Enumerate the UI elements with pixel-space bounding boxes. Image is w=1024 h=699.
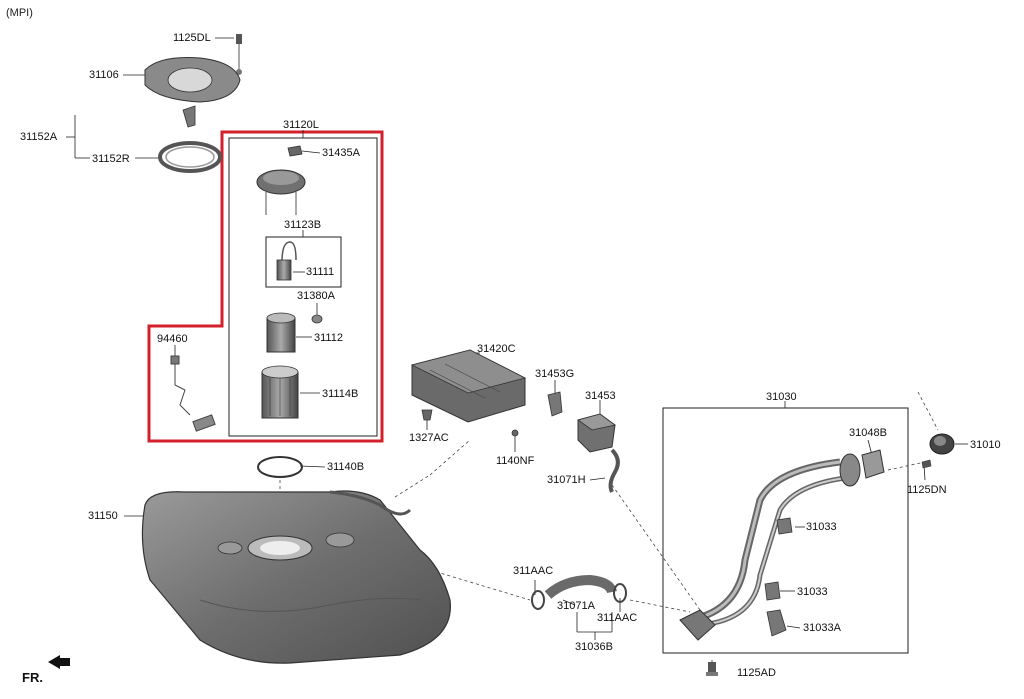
fuel-tank-31150-shape (141, 490, 451, 664)
screw-1125DN-shape (921, 459, 932, 469)
part-label-1125DN: 1125DN (907, 484, 947, 496)
part-label-31453G: 31453G (535, 368, 575, 380)
part-label-31435A: 31435A (322, 147, 360, 159)
part-label-31380A: 31380A (297, 290, 335, 302)
part-label-31071A: 31071A (557, 600, 595, 612)
part-label-31140B: 31140B (327, 461, 365, 473)
bolt-1140NF-shape (511, 429, 519, 437)
part-label-31150: 31150 (88, 510, 118, 522)
assembly-31123B-box (265, 236, 342, 288)
part-label-31112: 31112 (314, 332, 343, 344)
part-label-31114B: 31114B (322, 388, 359, 400)
clamp-311AAC-right-shape (613, 583, 627, 603)
part-label-31033-upper: 31033 (806, 521, 837, 533)
clip-1327AC-shape (421, 409, 433, 421)
hose-31071H-shape (608, 448, 620, 493)
reservoir-31114B-shape (261, 365, 299, 419)
oring-31380A-shape (311, 314, 323, 324)
part-label-1327AC: 1327AC (409, 432, 449, 444)
canister-31420C-shape (410, 349, 527, 423)
clip-31033-upper-shape (776, 517, 793, 535)
part-label-31033A: 31033A (803, 622, 841, 634)
clip-31033A-shape (766, 609, 787, 637)
part-label-31152R: 31152R (92, 153, 130, 165)
gasket-31140B-shape (257, 456, 303, 478)
clamp-311AAC-left-shape (531, 590, 545, 610)
part-label-311AAC-right: 311AAC (597, 612, 638, 624)
part-label-1125DL: 1125DL (173, 32, 211, 44)
filler-neck-31030-shape (679, 453, 861, 641)
hose-31071A-shape (544, 574, 617, 599)
bolt-1125DL-shape (236, 34, 242, 75)
part-label-31106: 31106 (89, 69, 119, 81)
leader-lines (66, 37, 968, 672)
part-label-31123B: 31123B (284, 219, 322, 231)
part-label-31420C: 31420C (477, 343, 516, 355)
part-label-1125AD: 1125AD (737, 667, 776, 679)
part-label-311AAC-left: 311AAC (513, 565, 554, 577)
valve-31453-shape (577, 413, 616, 453)
front-direction-label: FR. (22, 670, 43, 685)
cover-plate-31106-shape (144, 57, 241, 103)
part-label-31030: 31030 (766, 391, 797, 403)
part-label-31048B: 31048B (849, 427, 887, 439)
pump-flange-shape (256, 169, 306, 215)
part-label-94460: 94460 (157, 333, 188, 345)
part-label-31152A: 31152A (20, 131, 58, 143)
gasket-31048B-shape (861, 449, 885, 479)
filter-31112-shape (266, 312, 296, 353)
part-label-31036B: 31036B (575, 641, 613, 653)
front-arrow-icon (48, 655, 70, 669)
assembly-31030-box (662, 407, 909, 654)
bracket-31453G-shape (547, 391, 563, 417)
clip-31033-lower-shape (764, 581, 781, 601)
level-sender-94460-shape (170, 355, 216, 432)
retainer-ring-31152R-shape (158, 105, 222, 173)
part-label-31120L: 31120L (283, 119, 319, 131)
part-label-31010: 31010 (970, 439, 1001, 451)
fuel-cap-31010-shape (929, 433, 955, 455)
part-label-31033-lower: 31033 (797, 586, 828, 598)
clip-31435A-shape (287, 145, 303, 157)
part-label-31453: 31453 (585, 390, 616, 402)
part-label-31111: 31111 (306, 266, 335, 278)
variant-label: (MPI) (6, 7, 33, 19)
part-label-31071H: 31071H (547, 474, 586, 486)
pump-31111-shape (276, 241, 297, 281)
part-label-1140NF: 1140NF (496, 455, 535, 467)
assembly-highlight-frame (147, 130, 384, 443)
bolt-1125AD-shape (706, 662, 718, 676)
